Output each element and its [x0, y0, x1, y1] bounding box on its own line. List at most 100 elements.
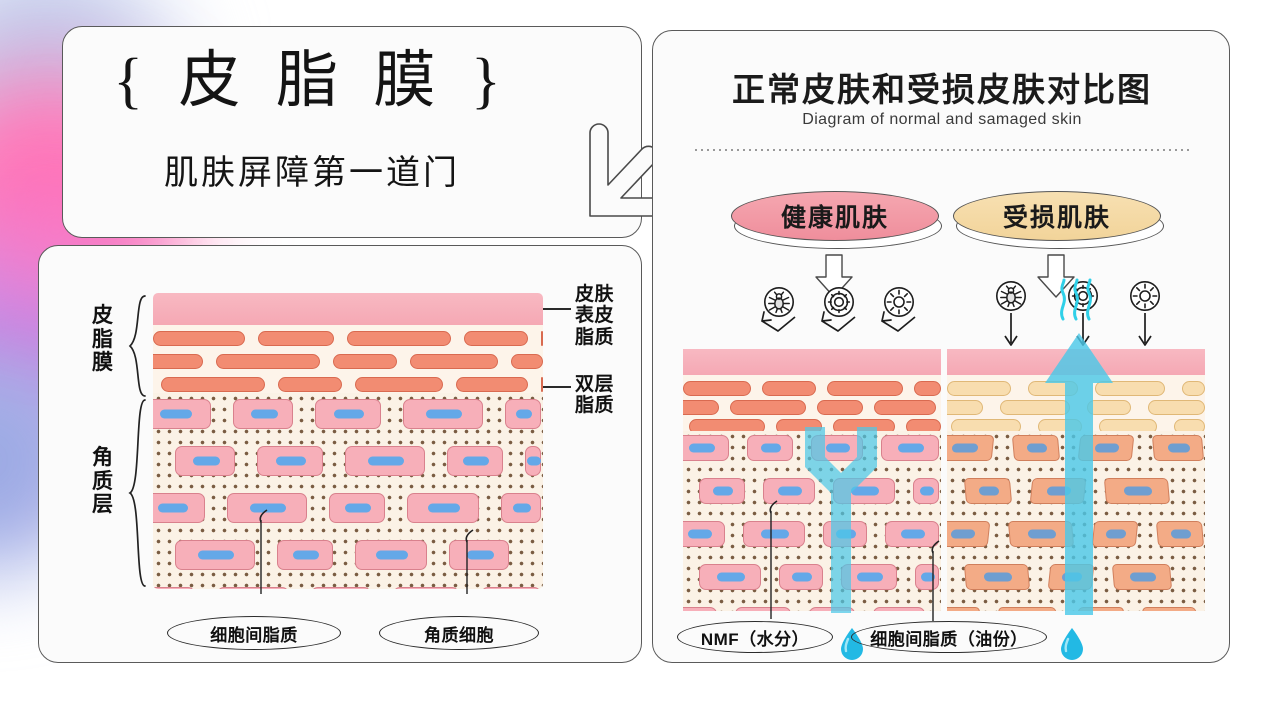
moisture-loss-up-arrow [1045, 333, 1113, 615]
lipid-bar [817, 400, 863, 415]
evaporation-waves-icon [1060, 278, 1092, 321]
corneocyte-cell [329, 493, 385, 523]
sun-icon [1115, 281, 1171, 351]
cell-nucleus-bar [466, 550, 494, 560]
cell-nucleus-bar [250, 409, 278, 419]
lipid-bar [762, 381, 816, 396]
lipid-bar [541, 331, 543, 346]
cell-nucleus-bar [1123, 486, 1153, 496]
corneocyte-cell [175, 446, 235, 476]
lipid-bar [278, 377, 342, 392]
comparison-card: 正常皮肤和受损皮肤对比图 Diagram of normal and samag… [652, 30, 1230, 663]
cell-nucleus-bar [950, 529, 976, 539]
cell-nucleus-bar [688, 529, 712, 539]
callout-intercellular-lipid-oil: 细胞间脂质（油份） [851, 621, 1047, 653]
corneocyte-cell [501, 493, 541, 523]
corneocyte-cell [233, 399, 293, 429]
epidermis-surface [153, 293, 543, 325]
lipid-bar [333, 354, 397, 369]
label-sebum-film: 皮 脂 膜 [92, 304, 114, 375]
header-card: { 皮 脂 膜 } 肌肤屏障第一道门 [62, 26, 668, 238]
corneocyte-cell [947, 607, 981, 611]
pill-damaged-label: 受损肌肤 [953, 191, 1161, 241]
pill-damaged-skin[interactable]: 受损肌肤 [953, 191, 1169, 298]
corneocyte-cell [1111, 564, 1173, 590]
cell-nucleus-bar [276, 456, 306, 466]
corneocyte-cell [881, 435, 939, 461]
corneocyte-cell [227, 493, 307, 523]
corneocyte-cell [153, 399, 211, 429]
corneocyte-cell [277, 540, 333, 570]
callout-nmf-water: NMF（水分） [677, 621, 833, 653]
cell-nucleus-bar [851, 486, 879, 496]
cell-nucleus-bar [897, 443, 925, 453]
corneocyte-cell [947, 521, 991, 547]
leader-epidermis-lipid [543, 308, 571, 310]
corneocyte-cell [779, 564, 823, 590]
brace-sebum-film [128, 295, 146, 397]
sun-icon [869, 287, 925, 357]
corneocyte-cell [915, 564, 939, 590]
cell-nucleus-bar [1170, 529, 1192, 539]
callout-corneocyte: 角质细胞 [379, 616, 539, 650]
pill-damaged-arrow-icon [1037, 254, 1075, 298]
corneocyte-cell [1151, 435, 1205, 461]
corneocyte-cell [683, 607, 717, 611]
pill-healthy-arrow-icon [815, 254, 853, 298]
lipid-bar [216, 354, 320, 369]
cell-nucleus-bar [792, 572, 812, 582]
corneocyte-cell [885, 521, 939, 547]
pill-healthy-label: 健康肌肤 [731, 191, 939, 241]
lipid-bar [947, 400, 983, 415]
cell-nucleus-bar [826, 443, 850, 453]
lipid-bar [153, 331, 245, 346]
cell-nucleus-bar [1167, 443, 1191, 453]
corneocyte-cell [763, 478, 815, 504]
cell-nucleus-bar [712, 486, 734, 496]
cell-nucleus-bar [921, 572, 935, 582]
mite-icon [749, 287, 805, 357]
left-diagram-card: 皮 脂 膜 角 质 层 皮肤 表皮 脂质 双层 脂质 [38, 245, 642, 663]
cell-nucleus-bar [345, 503, 371, 513]
corneocyte-cell [747, 435, 793, 461]
corneocyte-cell [407, 493, 479, 523]
cell-nucleus-bar [427, 503, 461, 513]
corneocyte-cell [505, 399, 541, 429]
cell-nucleus-bar [293, 550, 319, 560]
cell-nucleus-bar [717, 572, 745, 582]
corneocyte-cell [345, 446, 425, 476]
lipid-bar [1182, 381, 1205, 396]
leader-nmf-water [769, 500, 778, 619]
cell-nucleus-bar [983, 572, 1013, 582]
corneocyte-cell [153, 587, 195, 589]
pill-healthy-skin[interactable]: 健康肌肤 [731, 191, 947, 298]
cell-nucleus-bar [760, 443, 782, 453]
cell-nucleus-bar [1129, 572, 1157, 582]
cell-nucleus-bar [250, 503, 286, 513]
leader-intercellular-lipid-oil [931, 540, 940, 621]
lipid-bar [464, 331, 528, 346]
corneocyte-cell [447, 446, 503, 476]
leader-corneocyte [465, 529, 474, 594]
lipid-bar [258, 331, 334, 346]
lipid-bar [347, 331, 451, 346]
cell-nucleus-bar [951, 443, 979, 453]
leader-intercellular-lipid [259, 509, 268, 594]
healthy-lipid-area [683, 375, 941, 434]
corneocyte-cell [311, 587, 371, 589]
lipid-bar [410, 354, 498, 369]
corneocyte-cell [449, 540, 509, 570]
comparison-title: 正常皮肤和受损皮肤对比图 [732, 71, 1152, 108]
skin-cross-section-detail [153, 293, 543, 589]
corneocyte-cell [355, 540, 427, 570]
page-subtitle: 肌肤屏障第一道门 [164, 155, 460, 192]
corneocyte-cell [1141, 607, 1199, 611]
corneocyte-cell [963, 478, 1013, 504]
callout-intercellular-lipid: 细胞间脂质 [167, 616, 341, 650]
lipid-bar [683, 400, 719, 415]
lipid-bar [1148, 400, 1205, 415]
cell-nucleus-bar [198, 550, 234, 560]
label-epidermal-lipid: 皮肤 表皮 脂质 [575, 284, 615, 348]
corneocyte-cell [525, 446, 541, 476]
corneocyte-cell [947, 435, 995, 461]
